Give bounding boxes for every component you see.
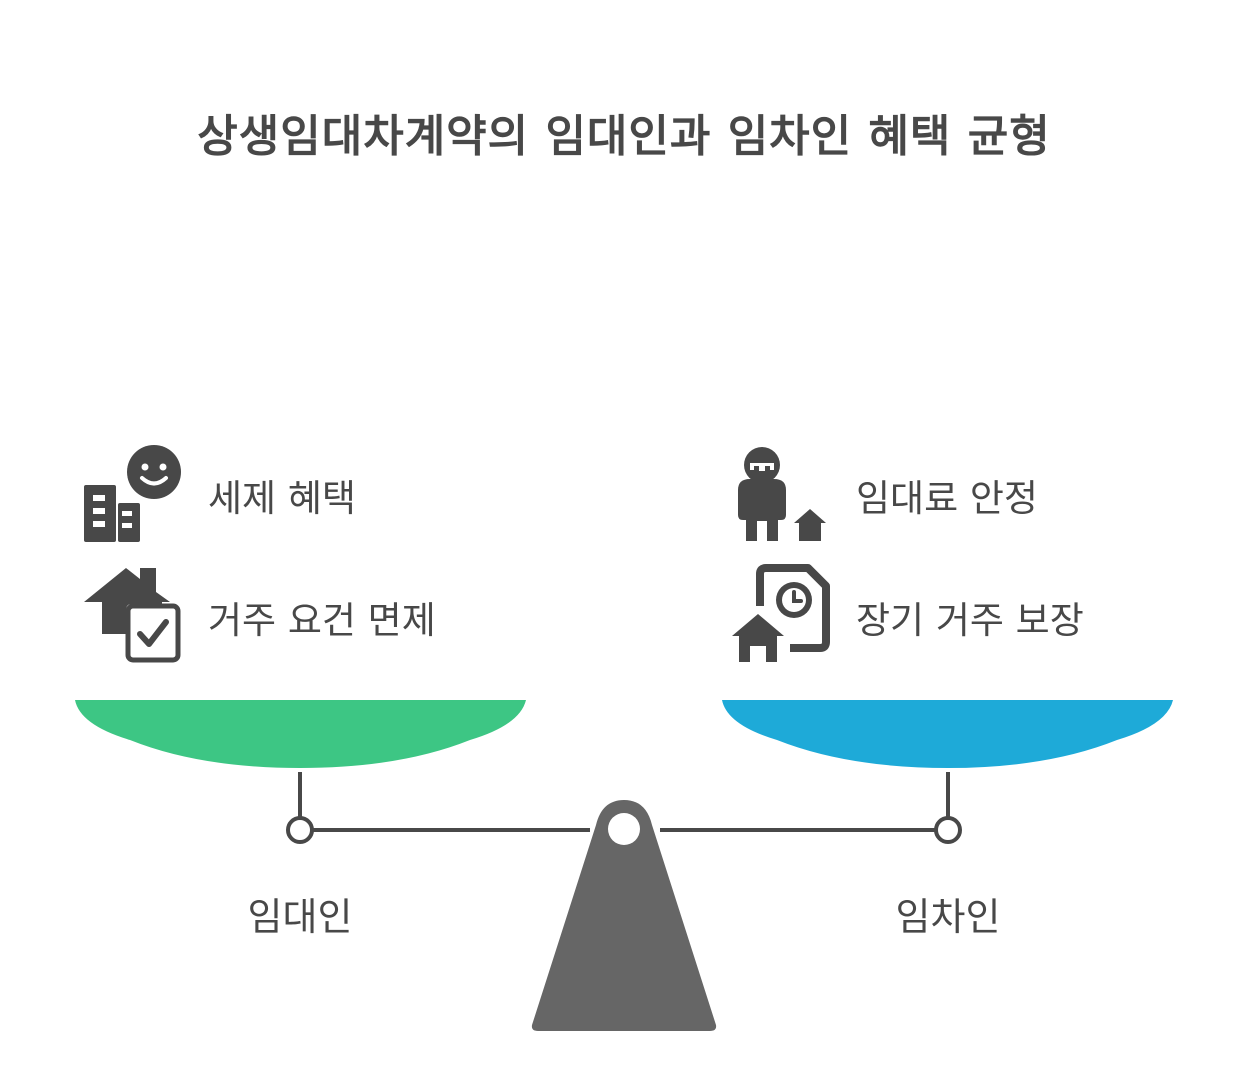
house-clock-document-icon — [730, 564, 830, 668]
left-item-2-label: 거주 요건 면제 — [208, 599, 436, 642]
building-smiley-icon — [82, 445, 182, 549]
fulcrum-pivot — [608, 813, 640, 845]
page-title: 상생임대차계약의 임대인과 임차인 혜택 균형 — [197, 111, 1051, 162]
left-pan — [75, 700, 526, 768]
right-item-1-label: 임대료 안정 — [856, 477, 1038, 520]
fulcrum — [531, 800, 717, 1031]
right-joint — [934, 816, 962, 844]
person-house-icon — [730, 445, 830, 549]
house-checklist-icon — [82, 564, 182, 668]
left-item-1-label: 세제 혜택 — [208, 477, 356, 520]
right-item-2-label: 장기 거주 보장 — [856, 599, 1084, 642]
left-side-label: 임대인 — [247, 895, 353, 939]
right-side-label: 임차인 — [895, 895, 1001, 939]
right-pan — [722, 700, 1173, 768]
left-joint — [286, 816, 314, 844]
